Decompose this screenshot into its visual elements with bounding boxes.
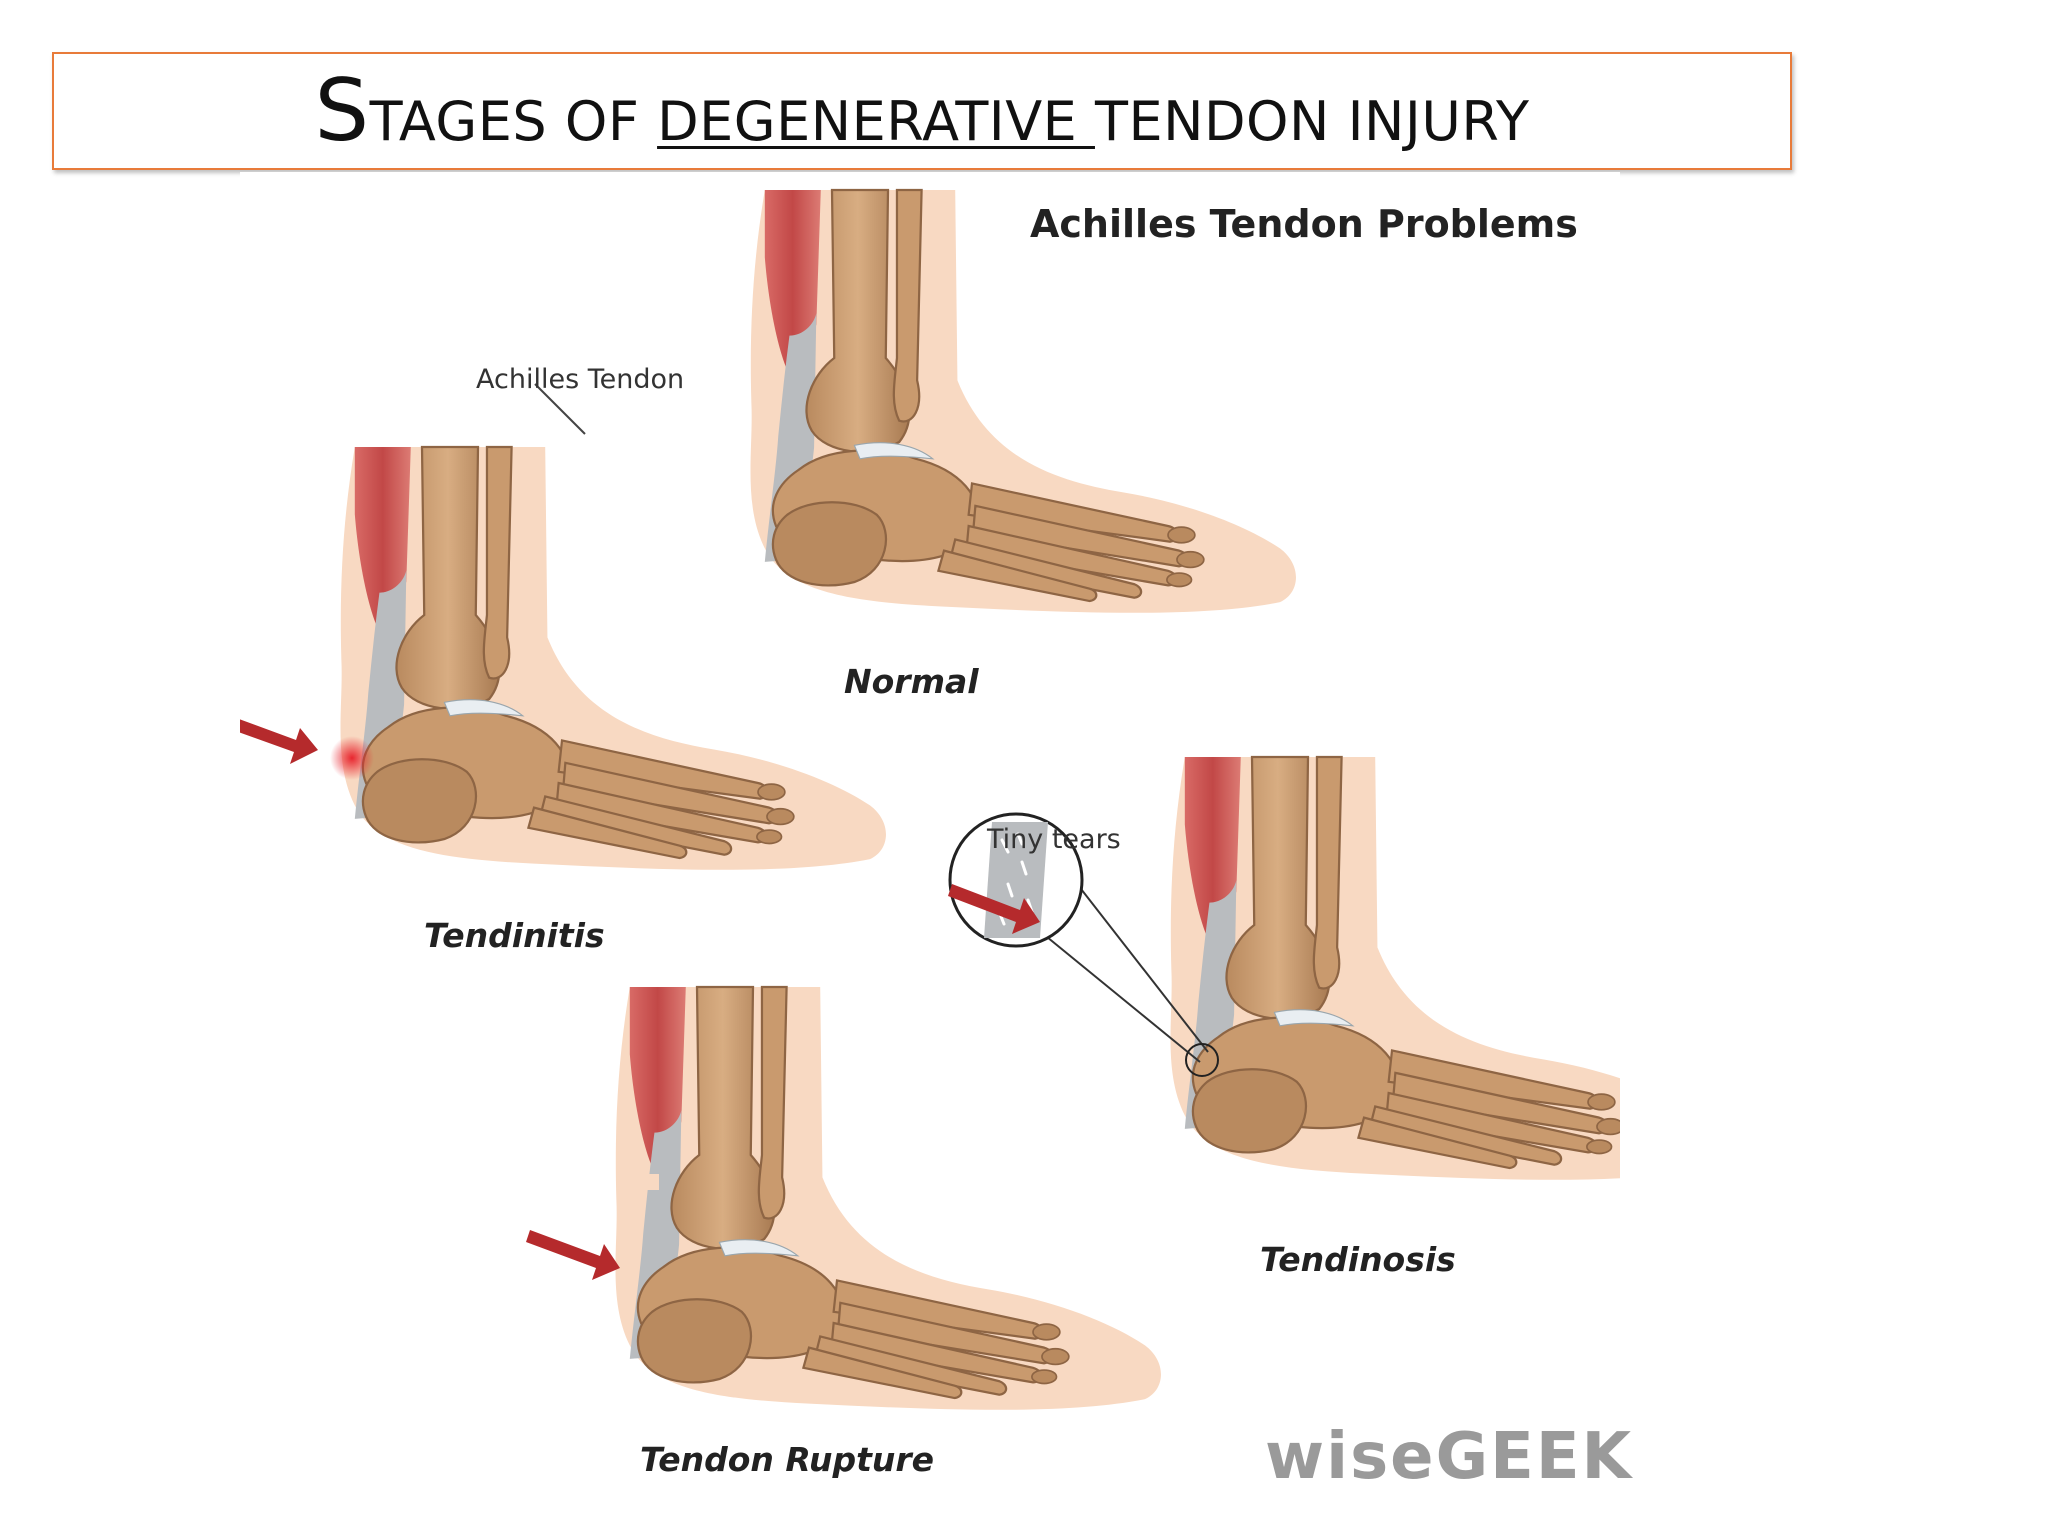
caption-tendinosis: Tendinosis: [1260, 1240, 1456, 1279]
rupture-arrow-icon: [526, 1230, 620, 1280]
tendon-pointer-line: [534, 383, 586, 435]
title-part-2: TENDON INJURY: [1094, 90, 1530, 153]
slide-title: STAGES OF DEGENERATIVE TENDON INJURY: [315, 61, 1530, 161]
caption-tendinitis: Tendinitis: [424, 916, 605, 955]
tendinosis-arrow-icon: [948, 884, 1040, 934]
tiny-tears-label: Tiny tears: [987, 824, 1121, 855]
rupture-foot-drawing: [614, 985, 1163, 1411]
caption-tendon-rupture: Tendon Rupture: [640, 1440, 935, 1479]
achilles-illustration: Achilles Tendon Problems Achilles Tendon…: [240, 172, 1631, 1524]
caption-normal: Normal: [844, 662, 979, 701]
rupture-gap: [635, 1174, 659, 1190]
tiny-tears-magnifier-icon: [948, 812, 1219, 1077]
tendinitis-arrow-icon: [240, 719, 318, 764]
tendinosis-foot-drawing: [1169, 755, 1620, 1181]
feet-drawings: [240, 188, 1620, 1411]
title-initial: S: [314, 61, 370, 161]
inflammation-spot: [330, 736, 374, 780]
title-underlined-word: DEGENERATIVE: [657, 90, 1095, 153]
figure-heading: Achilles Tendon Problems: [1030, 202, 1578, 246]
achilles-tendon-label: Achilles Tendon: [476, 364, 685, 395]
slide-title-box: STAGES OF DEGENERATIVE TENDON INJURY: [52, 52, 1792, 170]
normal-foot-drawing: [749, 188, 1298, 614]
title-part-1: TAGES OF: [369, 90, 658, 153]
wisegeek-watermark: wiseGEEK: [1265, 1420, 1634, 1494]
